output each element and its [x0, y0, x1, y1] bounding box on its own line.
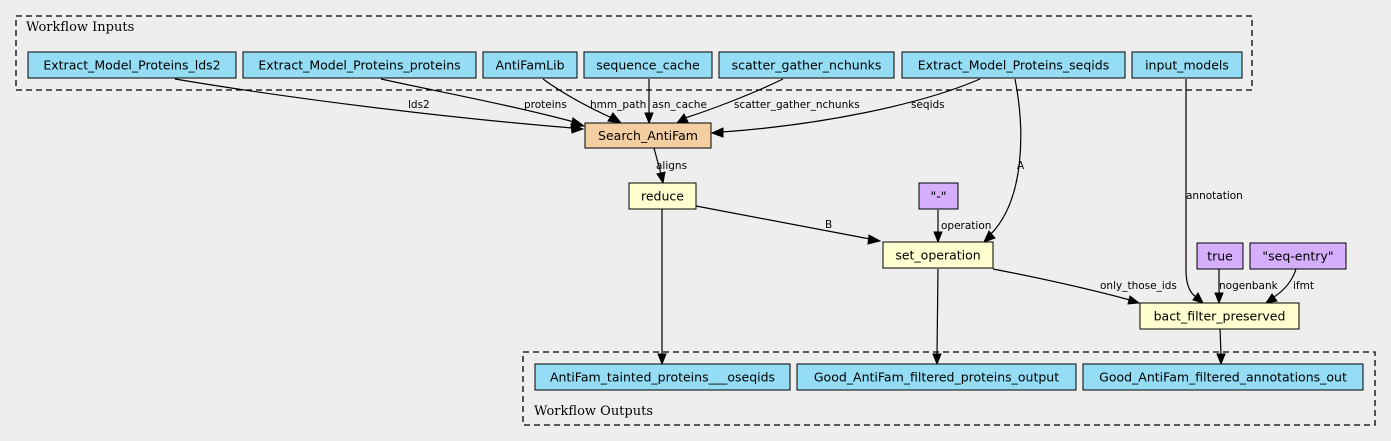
- const-node-seq-entry[interactable]: "seq-entry": [1249, 242, 1347, 270]
- edge-nogenbank: nogenbank: [1214, 269, 1279, 305]
- node-label: input_models: [1145, 58, 1229, 73]
- edge-scatter-gather: scatter_gather_nchunks: [675, 78, 860, 124]
- workflow-outputs-border: [522, 351, 1376, 426]
- edge-label-ifmt: ifmt: [1293, 280, 1314, 292]
- node-label: sequence_cache: [596, 58, 700, 73]
- output-node-good-antifam-filtered-annotations[interactable]: Good_AntiFam_filtered_annotations_out: [1082, 363, 1364, 391]
- edge-lds2: lds2: [174, 78, 585, 134]
- edge-reduce-to-tainted: [657, 209, 667, 366]
- node-label: Good_AntiFam_filtered_proteins_output: [814, 370, 1059, 385]
- const-node-true[interactable]: true: [1196, 242, 1244, 270]
- node-label: set_operation: [895, 248, 980, 263]
- edge-label-b: B: [825, 219, 832, 231]
- edge-label-nogenbank: nogenbank: [1219, 280, 1279, 292]
- step-node-reduce[interactable]: reduce: [628, 182, 697, 210]
- edge-label-a: A: [1017, 160, 1025, 172]
- output-node-good-antifam-filtered-proteins[interactable]: Good_AntiFam_filtered_proteins_output: [796, 363, 1077, 391]
- edge-b: B: [695, 205, 882, 245]
- input-node-scatter-gather-nchunks[interactable]: scatter_gather_nchunks: [718, 51, 895, 79]
- input-node-extract-model-proteins-proteins[interactable]: Extract_Model_Proteins_proteins: [242, 51, 477, 79]
- edge-label-scatter-gather-nchunks: scatter_gather_nchunks: [734, 99, 860, 111]
- workflow-inputs-cluster: Workflow Inputs: [15, 15, 1253, 91]
- edge-only-those-ids: only_those_ids: [992, 268, 1177, 305]
- step-node-bact-filter-preserved[interactable]: bact_filter_preserved: [1139, 302, 1300, 330]
- edge-label-aligns: aligns: [656, 160, 687, 172]
- step-node-set-operation[interactable]: set_operation: [882, 241, 994, 269]
- node-label: bact_filter_preserved: [1154, 309, 1286, 324]
- edge-annotation: annotation: [1185, 79, 1243, 304]
- step-node-search-antifam[interactable]: Search_AntiFam: [584, 122, 712, 149]
- node-label: Extract_Model_Proteins_lds2: [43, 58, 220, 73]
- edge-asn-cache: asn_cache: [644, 79, 707, 125]
- edge-label-asn-cache: asn_cache: [652, 99, 707, 111]
- edge-label-proteins: proteins: [524, 99, 567, 111]
- edge-ifmt: ifmt: [1264, 268, 1314, 304]
- input-node-sequence-cache[interactable]: sequence_cache: [583, 51, 713, 79]
- node-label: Search_AntiFam: [598, 128, 698, 143]
- input-node-extract-model-proteins-seqids[interactable]: Extract_Model_Proteins_seqids: [901, 51, 1126, 79]
- edge-hmm-path: hmm_path: [542, 78, 646, 124]
- input-node-input-models[interactable]: input_models: [1131, 51, 1243, 79]
- node-label: Extract_Model_Proteins_seqids: [918, 58, 1109, 73]
- input-node-antifamlib[interactable]: AntiFamLib: [482, 51, 578, 79]
- edge-aligns: aligns: [653, 147, 687, 185]
- node-label: Extract_Model_Proteins_proteins: [258, 58, 460, 73]
- workflow-inputs-border: [15, 15, 1253, 91]
- node-label: Good_AntiFam_filtered_annotations_out: [1099, 370, 1347, 385]
- workflow-inputs-label: Workflow Inputs: [26, 20, 134, 35]
- edge-set-operation-to-good-proteins: [932, 268, 942, 366]
- edge-seqids: seqids: [710, 78, 981, 138]
- input-node-extract-model-proteins-lds2[interactable]: Extract_Model_Proteins_lds2: [27, 51, 237, 79]
- node-label: AntiFam_tainted_proteins___oseqids: [550, 370, 775, 385]
- node-label: AntiFamLib: [495, 58, 564, 73]
- edge-label-operation: operation: [941, 220, 991, 232]
- edge-label-seqids: seqids: [911, 99, 945, 111]
- edge-label-hmm-path: hmm_path: [590, 99, 646, 111]
- edge-operation: operation: [933, 210, 991, 244]
- node-label: scatter_gather_nchunks: [732, 58, 882, 73]
- node-label: true: [1207, 249, 1233, 264]
- const-node-dash[interactable]: "-": [918, 182, 959, 210]
- edge-label-annotation: annotation: [1186, 190, 1243, 202]
- node-label: "seq-entry": [1262, 249, 1333, 264]
- edge-label-lds2: lds2: [408, 99, 430, 111]
- edge-label-only-those-ids: only_those_ids: [1100, 280, 1177, 292]
- edge-bact-filter-to-good-annotations: [1216, 327, 1226, 366]
- node-label: reduce: [641, 189, 684, 204]
- workflow-outputs-cluster: Workflow Outputs: [522, 351, 1376, 426]
- output-node-antifam-tainted-proteins[interactable]: AntiFam_tainted_proteins___oseqids: [534, 363, 791, 391]
- workflow-outputs-label: Workflow Outputs: [534, 404, 653, 419]
- edge-a: A: [983, 78, 1025, 243]
- edge-proteins: proteins: [380, 78, 586, 128]
- node-label: "-": [930, 189, 946, 204]
